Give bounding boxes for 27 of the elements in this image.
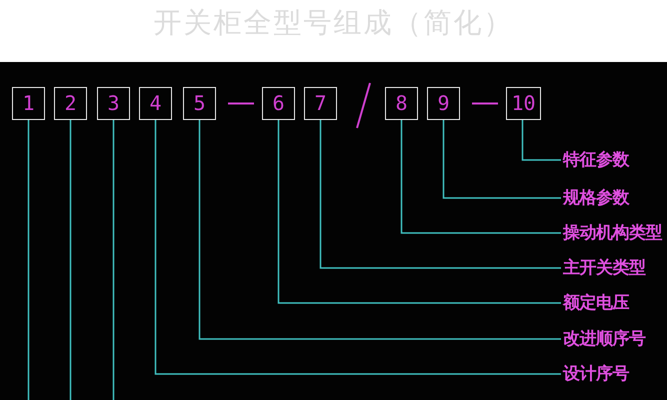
part-label: 设计序号 [563, 362, 629, 386]
number-box: 9 [427, 87, 460, 120]
leader-line [522, 120, 561, 161]
leader-line [28, 120, 30, 400]
part-label: 操动机构类型 [563, 221, 662, 245]
number-box: 2 [54, 87, 87, 120]
leader-line [320, 120, 561, 269]
part-label: 主开关类型 [563, 256, 646, 280]
number-box: 8 [385, 87, 418, 120]
number-box: 1 [12, 87, 45, 120]
leader-line [278, 120, 561, 304]
part-label: 规格参数 [563, 186, 629, 210]
part-label: 特征参数 [563, 148, 629, 172]
leader-line [112, 120, 114, 400]
part-label: 改进顺序号 [563, 327, 646, 351]
number-box: 3 [97, 87, 130, 120]
number-box: 4 [139, 87, 172, 120]
leader-line [198, 120, 561, 340]
number-box: 7 [304, 87, 337, 120]
number-box: 10 [506, 87, 541, 120]
leader-line [154, 120, 561, 375]
leader-line [400, 120, 561, 234]
leader-line [70, 120, 72, 400]
part-label: 额定电压 [563, 291, 629, 315]
number-box: 5 [183, 87, 216, 120]
number-box: 6 [262, 87, 295, 120]
leader-line [442, 120, 561, 199]
